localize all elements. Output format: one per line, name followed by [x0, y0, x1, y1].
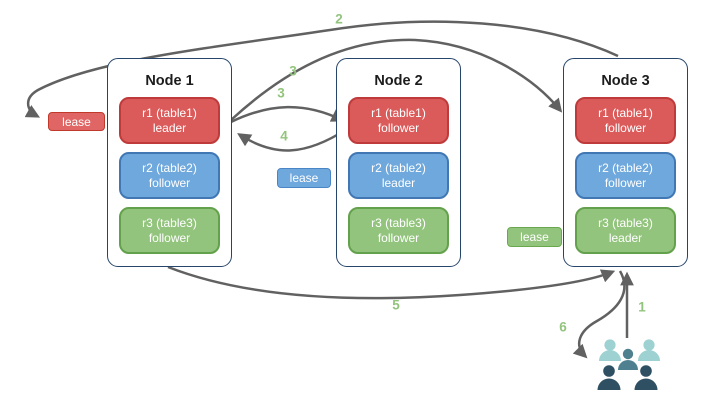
replica-role: leader	[608, 230, 643, 245]
step-label-2: 2	[335, 11, 343, 27]
replica-name: r3 (table3)	[598, 215, 653, 230]
replica-name: r1 (table1)	[598, 105, 653, 120]
replica-role: follower	[377, 120, 420, 135]
step-label-3a: 3	[289, 63, 297, 79]
node2-replica-r1: r1 (table1) follower	[348, 97, 449, 144]
replica-role: follower	[148, 175, 191, 190]
replica-role: leader	[152, 120, 187, 135]
step-label-6: 6	[559, 319, 567, 335]
lease-tag-r3: lease	[507, 227, 562, 247]
node1-replica-r2: r2 (table2) follower	[119, 152, 220, 199]
replica-name: r2 (table2)	[142, 160, 197, 175]
step-label-1: 1	[638, 299, 646, 315]
replica-name: r3 (table3)	[142, 215, 197, 230]
replica-name: r2 (table2)	[598, 160, 653, 175]
replica-role: follower	[604, 175, 647, 190]
arrow-step-4	[237, 127, 348, 152]
node3-replica-r3: r3 (table3) leader	[575, 207, 676, 254]
step-label-5: 5	[392, 297, 400, 313]
replica-name: r1 (table1)	[371, 105, 426, 120]
replica-role: follower	[604, 120, 647, 135]
replica-name: r3 (table3)	[371, 215, 426, 230]
node-3-card: Node 3 r1 (table1) follower r2 (table2) …	[563, 58, 688, 267]
node3-replica-r2: r2 (table2) follower	[575, 152, 676, 199]
node3-replica-r1: r1 (table1) follower	[575, 97, 676, 144]
node1-replica-r1: r1 (table1) leader	[119, 97, 220, 144]
arrow-step-5	[167, 265, 616, 300]
step-label-4: 4	[280, 128, 288, 144]
node-1-card: Node 1 r1 (table1) leader r2 (table2) fo…	[107, 58, 232, 267]
lease-tag-r2: lease	[277, 168, 331, 188]
replica-role: follower	[377, 230, 420, 245]
node1-replica-r3: r3 (table3) follower	[119, 207, 220, 254]
node-2-card: Node 2 r1 (table1) follower r2 (table2) …	[336, 58, 461, 267]
node-1-title: Node 1	[145, 73, 194, 89]
node2-replica-r3: r3 (table3) follower	[348, 207, 449, 254]
arrow-step-3-to-node2	[230, 105, 346, 124]
arrow-step-6	[572, 270, 626, 359]
node-3-title: Node 3	[601, 73, 650, 89]
users-group-icon	[597, 339, 660, 390]
replica-role: follower	[148, 230, 191, 245]
replica-name: r2 (table2)	[371, 160, 426, 175]
replica-role: leader	[381, 175, 416, 190]
lease-tag-r1: lease	[48, 112, 105, 131]
node-2-title: Node 2	[374, 73, 423, 89]
step-label-3b: 3	[277, 85, 285, 101]
node2-replica-r2: r2 (table2) leader	[348, 152, 449, 199]
replica-name: r1 (table1)	[142, 105, 197, 120]
